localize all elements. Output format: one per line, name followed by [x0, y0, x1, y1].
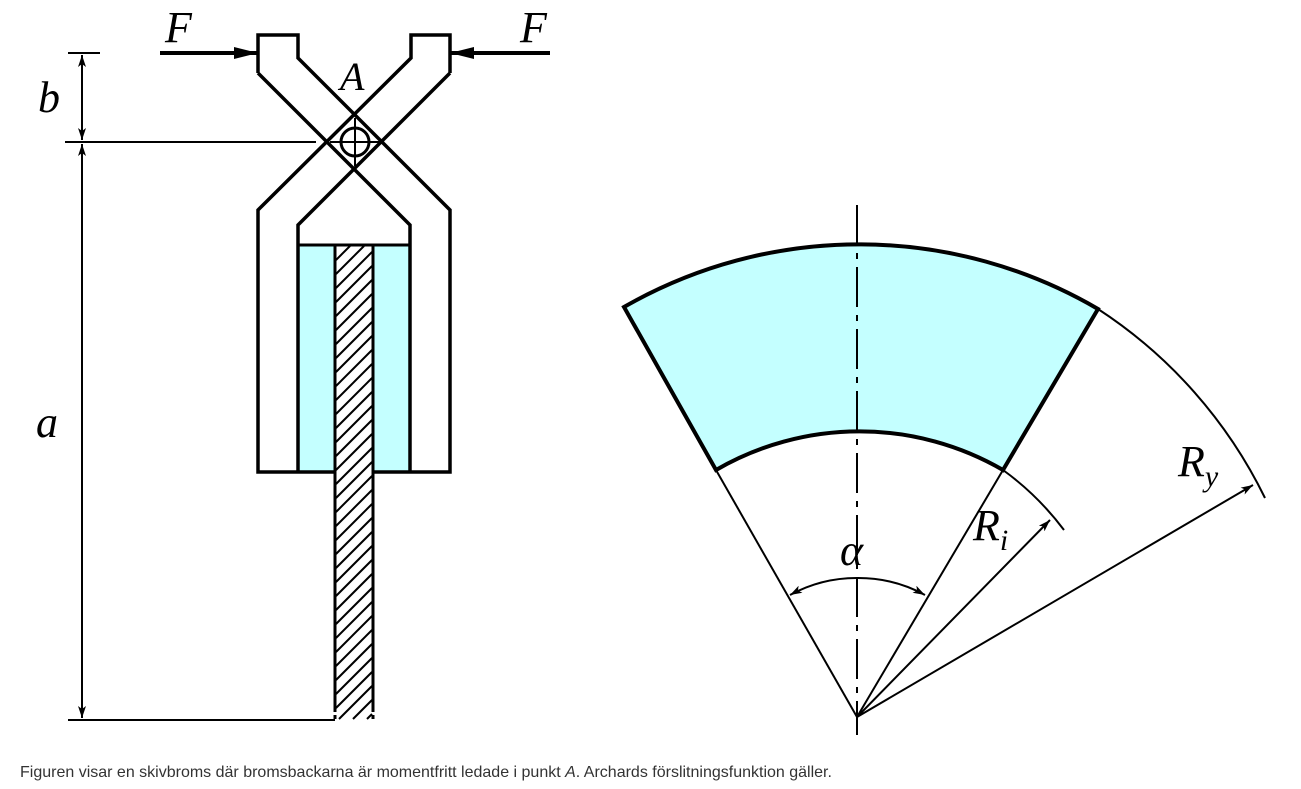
force-right-label: F: [519, 3, 548, 52]
hatch-line: [335, 657, 373, 695]
hatch-line: [335, 245, 351, 261]
hatch-line: [335, 587, 373, 625]
hatch-line: [335, 517, 373, 555]
inner-radius-arc-ext: [1002, 469, 1065, 531]
hatch-line: [338, 685, 373, 720]
hatch-line: [335, 405, 373, 443]
hatch-line: [335, 489, 373, 527]
hatch-line: [352, 699, 373, 720]
hatch-line: [335, 293, 373, 331]
hatch-line: [335, 433, 373, 471]
brake-disc: [333, 245, 375, 722]
hatch-line: [335, 531, 373, 569]
hatch-line: [335, 629, 373, 667]
outer-radius-arc-ext: [1097, 308, 1266, 499]
outer-radius-label: Ry: [1177, 437, 1219, 493]
hatch-line: [335, 461, 373, 499]
hatch-line: [335, 321, 373, 359]
hatch-line: [335, 251, 373, 289]
jaw-arm-2: [256, 33, 452, 474]
hatch-line: [335, 279, 373, 317]
outer-radius-arrow: [856, 484, 1254, 718]
inner-radius-label: Ri: [972, 501, 1008, 557]
hatch-line: [335, 377, 373, 415]
hatch-line: [366, 713, 373, 720]
pivot-label: A: [337, 54, 365, 99]
brake-diagram: F F A b a α Ri Ry: [36, 3, 1266, 735]
hatch-line: [335, 335, 373, 373]
hatch-line: [335, 265, 373, 303]
hatch-line: [335, 545, 373, 583]
hatch-line: [335, 447, 373, 485]
hatch-line: [335, 573, 373, 611]
angle-arc: [789, 576, 858, 596]
hatch-line: [335, 349, 373, 387]
hatch-line: [335, 363, 373, 401]
inner-radius-arrow: [856, 519, 1051, 718]
sector-edge-right: [856, 469, 1004, 718]
force-left-label: F: [164, 3, 193, 52]
hatch-line: [335, 643, 373, 681]
right-brake-pad: [371, 243, 412, 474]
hatch-line: [335, 559, 373, 597]
jaw-arm-1: [256, 33, 452, 474]
angle-label: α: [840, 526, 864, 575]
pad-sector: [621, 242, 1101, 473]
hatch-line: [335, 615, 373, 653]
hatch-line: [335, 671, 373, 709]
hatch-line: [335, 245, 365, 275]
hatch-line: [335, 307, 373, 345]
dim-b-label: b: [38, 73, 60, 122]
disc-hatching: [335, 245, 373, 720]
caption-text-1: Figuren visar en skivbroms där bromsback…: [20, 764, 566, 781]
hatch-line: [335, 391, 373, 429]
hatch-line: [335, 419, 373, 457]
left-brake-pad: [296, 243, 337, 474]
sector-edge-left: [715, 469, 858, 718]
caption-point: A: [565, 764, 576, 781]
pad-sector-view: [621, 205, 1266, 735]
caption-text-2: . Archards förslitningsfunktion gäller.: [575, 764, 832, 781]
dim-a-label: a: [36, 398, 58, 447]
hatch-line: [335, 601, 373, 639]
hatch-line: [335, 503, 373, 541]
figure-caption: Figuren visar en skivbroms där bromsback…: [20, 764, 832, 782]
caliper-side-view: [65, 33, 550, 722]
hatch-line: [335, 475, 373, 513]
